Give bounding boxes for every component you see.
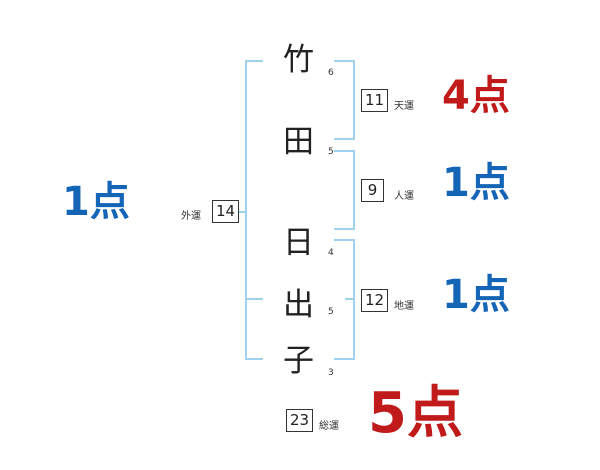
souun-label: 総運 — [319, 421, 339, 432]
outer-bracket-vertical — [245, 60, 247, 360]
gaiun-label: 外運 — [181, 211, 201, 222]
gaiun-connector — [238, 211, 247, 213]
name-char-1: 竹 — [283, 42, 314, 78]
chiun-value-box: 12 — [361, 289, 388, 312]
jinun-label: 人運 — [394, 191, 414, 202]
outer-bracket-mid — [245, 298, 263, 300]
jinun-bracket-bottom — [334, 228, 354, 230]
chiun-bracket-top — [334, 239, 354, 241]
tenun-bracket-top — [334, 60, 354, 62]
name-char-2: 田 — [283, 124, 314, 160]
chiun-bracket-mid — [345, 298, 355, 300]
stroke-count-3: 4 — [328, 248, 334, 258]
jinun-value-box: 9 — [361, 179, 384, 202]
tenun-bracket-bottom — [334, 138, 354, 140]
stroke-count-2: 5 — [328, 147, 334, 157]
stroke-count-4: 5 — [328, 307, 334, 317]
tenun-score: 4点 — [442, 73, 510, 119]
gaiun-value-box: 14 — [212, 200, 239, 223]
jinun-bracket-vertical — [353, 150, 355, 230]
stroke-count-5: 3 — [328, 368, 334, 378]
name-char-4: 出 — [283, 287, 314, 323]
outer-bracket-top — [245, 60, 263, 62]
gaiun-score: 1点 — [62, 179, 130, 225]
name-char-3: 日 — [283, 225, 314, 261]
tenun-value-box: 11 — [361, 89, 388, 112]
jinun-bracket-top — [334, 150, 354, 152]
chiun-label: 地運 — [394, 301, 414, 312]
chiun-score: 1点 — [442, 272, 510, 318]
stroke-count-1: 6 — [328, 68, 334, 78]
tenun-label: 天運 — [394, 101, 414, 112]
jinun-score: 1点 — [442, 160, 510, 206]
souun-score: 5点 — [368, 381, 463, 446]
name-char-5: 子 — [283, 343, 314, 379]
chiun-bracket-bottom — [334, 358, 354, 360]
outer-bracket-bottom — [245, 358, 263, 360]
tenun-bracket-vertical — [353, 60, 355, 140]
souun-value-box: 23 — [286, 409, 313, 432]
